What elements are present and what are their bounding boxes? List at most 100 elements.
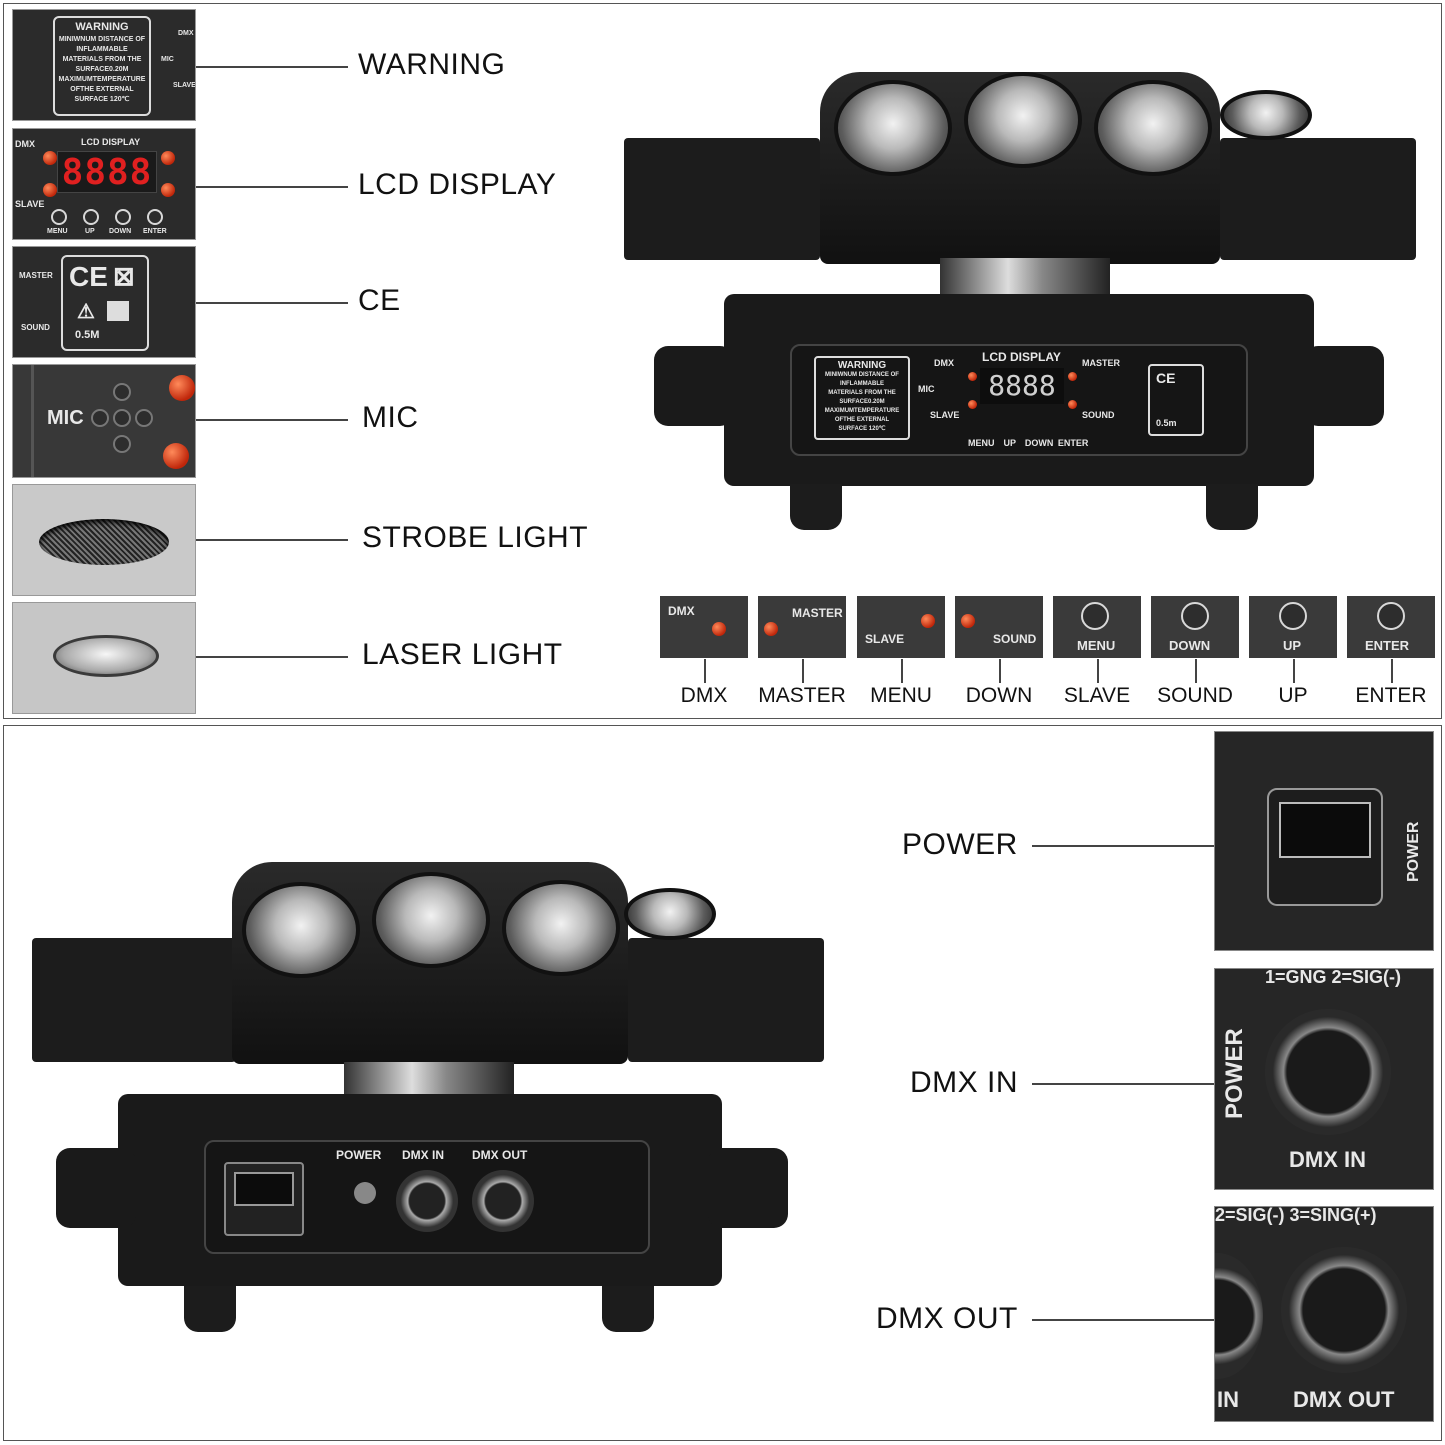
- btn-thumb-sound: SOUND: [955, 596, 1043, 658]
- lcd-down-label: DOWN: [109, 228, 132, 235]
- mic-hole-left: [91, 409, 109, 427]
- lcd-menu-label: MENU: [47, 228, 68, 235]
- btn-thumb-menu: MENU: [1053, 596, 1141, 658]
- device-sound-led: [1068, 400, 1077, 409]
- ce-mark: CE: [69, 261, 108, 292]
- connector-panel: POWER DMX IN DMX OUT: [204, 1140, 650, 1254]
- mic-callout-label: MIC: [362, 401, 419, 434]
- device-master-label: MASTER: [1082, 358, 1120, 368]
- partial-xlr-socket: [1215, 1253, 1263, 1379]
- btn-thumb-enter: ENTER: [1347, 596, 1435, 658]
- dmx-in-callout-label: DMX IN: [910, 1066, 1018, 1099]
- power-socket: [224, 1162, 304, 1236]
- device-buttons-line: MENU UP DOWN ENTER: [968, 438, 1089, 448]
- enter-round-button: [147, 209, 163, 225]
- mic-divider: [31, 365, 34, 477]
- power-callout-label: POWER: [902, 828, 1018, 861]
- device-warning-title: WARNING: [837, 360, 887, 371]
- mic-hole-top: [113, 383, 131, 401]
- enter-button-label: ENTER: [1355, 684, 1427, 707]
- back-base-left-handle: [56, 1148, 136, 1228]
- device-mic-label: MIC: [918, 384, 935, 394]
- dmx-out-callout-label: DMX OUT: [876, 1302, 1018, 1335]
- power-socket-pins: [234, 1172, 294, 1206]
- back-power-label: POWER: [336, 1148, 382, 1162]
- base-right-handle: [1304, 346, 1384, 426]
- beam-lens-1: [834, 80, 952, 176]
- left-foot: [790, 484, 842, 530]
- back-left-foot: [184, 1286, 236, 1332]
- master-button-label: MASTER: [758, 684, 846, 707]
- sound-led: [161, 183, 175, 197]
- mic-led-top: [169, 375, 195, 401]
- mic-hole-bottom: [113, 435, 131, 453]
- back-beam-lens-3: [502, 880, 620, 976]
- checkbox-mark-icon: [107, 301, 129, 321]
- warning-title: WARNING: [75, 21, 129, 33]
- device-dmx-led: [968, 372, 977, 381]
- ce-sound-label: SOUND: [21, 323, 50, 332]
- power-jack-side-label: POWER: [1405, 821, 1422, 882]
- fuse-holder: [354, 1182, 376, 1204]
- side-mic-label: MIC: [161, 56, 174, 63]
- back-left-wing: [32, 938, 236, 1062]
- enter-button-icon: [1377, 602, 1405, 630]
- power-jack-frame: [1267, 788, 1383, 906]
- warning-callout-label: WARNING: [358, 48, 506, 81]
- ce-callout-label: CE: [358, 284, 401, 317]
- dmx-out-jack-thumb: 2=SIG(-) 3=SING(+) IN DMX OUT: [1214, 1206, 1434, 1422]
- laser-lens: [53, 635, 159, 677]
- power-callout-line: [1032, 845, 1214, 847]
- warning-callout-line: [196, 66, 348, 68]
- mic-callout-line: [196, 419, 348, 421]
- device-sound-label: SOUND: [1082, 410, 1115, 420]
- moving-head-device-front: WARNING MINIWNUM DISTANCE OF INFLAMMABLE…: [624, 66, 1424, 536]
- device-warning-plate: WARNING MINIWNUM DISTANCE OF INFLAMMABLE…: [814, 356, 910, 440]
- menu-button-icon: [1081, 602, 1109, 630]
- right-foot: [1206, 484, 1258, 530]
- ce-master-label: MASTER: [19, 271, 53, 280]
- mic-led-bottom: [163, 443, 189, 469]
- device-warning-text: MINIWNUM DISTANCE OF INFLAMMABLE MATERIA…: [824, 372, 900, 432]
- ce-distance: 0.5M: [75, 329, 100, 341]
- moving-head-device-back: POWER DMX IN DMX OUT: [32, 858, 832, 1348]
- dmx-out-xlr-socket: [1281, 1247, 1407, 1373]
- beam-lens-2: [964, 72, 1082, 168]
- lcd-thumb: LCD DISPLAY DMX SLAVE 8888 MENU UP DOWN …: [12, 128, 196, 240]
- mic-hole-center: [113, 409, 131, 427]
- back-dmx-out-label: DMX OUT: [472, 1148, 528, 1162]
- left-wing: [624, 138, 820, 260]
- lcd-up-label: UP: [85, 228, 95, 235]
- master-led: [161, 151, 175, 165]
- laser-thumb: [12, 602, 196, 714]
- in-fragment-label: IN: [1217, 1387, 1239, 1412]
- back-beam-lens-1: [242, 882, 360, 978]
- power-vertical-label: POWER: [1221, 1028, 1248, 1119]
- ce-plate: CE ⊠ ⚠ 0.5M: [61, 255, 149, 351]
- dmx-in-jack-thumb: 1=GNG 2=SIG(-) POWER DMX IN: [1214, 968, 1434, 1190]
- laser-callout-line: [196, 656, 348, 658]
- pin-assignment-bottom: 2=SIG(-) 3=SING(+): [1215, 1206, 1377, 1225]
- mic-thumb: MIC: [12, 364, 196, 478]
- dmx-out-connector: [472, 1170, 534, 1232]
- top-panel: WARNING MINIWNUM DISTANCE OF INFLAMMABLE…: [3, 3, 1442, 719]
- dmx-button-label: DMX: [680, 684, 728, 707]
- device-lcd-digits: 8888: [980, 368, 1064, 404]
- bottom-panel: POWER DMX IN DMX OUT POWER 1=GNG 2=SIG(-…: [3, 725, 1442, 1441]
- base-left-handle: [654, 346, 734, 426]
- lcd-callout-line: [196, 186, 348, 188]
- btn-thumb-master: MASTER: [758, 596, 846, 658]
- ce-thumb: MASTER SOUND CE ⊠ ⚠ 0.5M: [12, 246, 196, 358]
- power-jack-thumb: POWER: [1214, 731, 1434, 951]
- dmx-led: [43, 151, 57, 165]
- down-button-icon: [1181, 602, 1209, 630]
- menu-round-button: [51, 209, 67, 225]
- btn-thumb-dmx: DMX: [660, 596, 748, 658]
- btn-thumb-down: DOWN: [1151, 596, 1239, 658]
- device-slave-label: SLAVE: [930, 410, 960, 420]
- back-beam-lens-4: [624, 888, 716, 940]
- device-ce-distance: 0.5m: [1156, 418, 1177, 428]
- down-round-button: [115, 209, 131, 225]
- lcd-dmx-label: DMX: [15, 139, 35, 149]
- mic-hole-right: [135, 409, 153, 427]
